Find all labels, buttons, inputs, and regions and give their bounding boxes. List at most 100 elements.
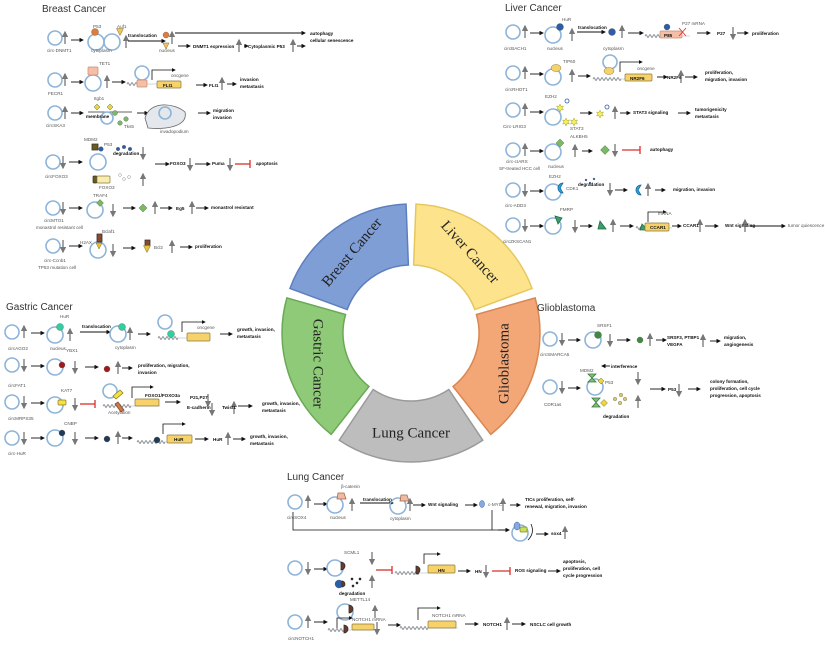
stat3-star [570,117,578,127]
protein-dot [103,435,111,443]
section-title: Glioblastoma [537,303,596,314]
wheel-segment-label: Gastric Cancer [309,319,325,409]
pathway-label: proliferation [752,31,779,36]
circrna-circle [45,238,61,254]
pathway-label: ALKBH5 [570,134,588,139]
pathway-label: membrane [86,114,110,119]
circrna-circle [542,331,558,347]
protein-dot [618,401,622,405]
promoter-arrow [336,616,353,628]
pathway-label: NOTCH1 mRNA [432,613,467,618]
section-lung-cancer: Lung CancercircSOX4β-cateninnucleustrans… [287,472,603,641]
wheel-segment [451,296,541,436]
stat3-star [556,103,564,113]
circrna-circle [389,497,407,515]
pathway-label: P53 [668,387,677,392]
pathway-label: Twist1 [222,405,236,410]
protein-diamond [93,103,101,111]
protein-dot [116,147,120,151]
protein-dot [636,336,644,344]
gene-box [156,80,182,89]
promoter-arrow [151,68,176,80]
protein-diamond [106,103,114,111]
pathway-label: growth, invasion, [262,401,300,406]
pathway-label: apoptosis, [563,559,586,564]
protein-dot [127,175,131,179]
gene-box [92,175,98,184]
protein-dot [56,323,64,331]
circrna-circle [4,394,20,410]
pathway-label: degradation [113,151,139,156]
gene-box [427,620,457,629]
circrna-circle [287,614,303,630]
section-title: Gastric Cancer [6,302,73,313]
path [399,494,410,502]
pathway-label: cytoplasm [115,345,136,350]
pathway-label: growth, invasion, [237,327,275,332]
pathway-label: proliferation, cell [563,566,600,571]
pathway-label: Eg5 [176,206,185,211]
tip60-ellipse [550,64,562,72]
wheel-segment [412,203,534,311]
pathway-label: TICs proliferation, self- [525,497,575,502]
circrna-circle [505,24,521,40]
c-myc-ellipse [479,500,485,508]
pathway-label: Itgb1 [94,96,105,101]
pathway-label: ROS signaling [515,568,547,573]
protein-dot [118,323,126,331]
pathway-label: P85 [664,33,673,38]
pathway-label: DNMT1 expression [193,44,235,49]
pathway-label: CNBP [64,421,77,426]
pathway-label: E-cadherin [187,405,211,410]
protein-dot [162,31,170,39]
pathway-label: HN [475,569,482,574]
pathway-label: TET1 [99,61,111,66]
pathway-label: interference [611,364,638,369]
path [597,220,607,230]
pathway-label: proliferation, [705,70,733,75]
protein-dot [91,28,99,36]
pathway-label: Bclaf1 [102,229,115,234]
gene-box [659,30,683,39]
circrna-circle [158,106,172,120]
pathway-label: oncgene [637,66,655,71]
pathway-label: HuR [174,437,184,442]
section-liver-cancer: Liver CancercircBACH1HuRnucleustransloca… [499,3,825,244]
circrna-circle [544,217,562,235]
protein-dot [608,28,616,36]
pathway-label: Circ-LRIG3 [503,124,526,129]
pathway-label: renewal, migration, invasion [525,504,587,509]
pathway-label: circ-Ccnb1 [44,258,66,263]
circrna-circle [505,142,521,158]
pathway-label: Acetylation [108,410,131,415]
wheel-segment-label: Glioblastoma [497,323,513,404]
pathway-label: nucleus [547,46,564,51]
path [341,580,346,588]
pathway-label: P27 mRNA [682,21,706,26]
circrna-circle [100,111,114,125]
path [96,233,103,243]
promoter-arrow [417,606,441,620]
pathway-label: SRSF1 [597,323,612,328]
pathway-label: P53 [605,380,614,385]
circrna-circle [109,325,127,343]
circrna-circle [47,30,63,46]
pathway-label: EZH2 [545,94,557,99]
circrna-circle [84,74,102,92]
pathway-label: Tks5 [124,124,134,129]
pathway-label: FOXO3 [170,161,186,166]
pathway-label: monastrol resistant cell [36,225,83,230]
path [678,27,687,37]
pathway-label: P27 [717,31,726,36]
pathway-shapes [4,23,786,636]
pathway-label: Puma [212,161,225,166]
pathway-label: invasion [213,115,232,120]
protein-triangle [116,28,124,37]
circrna-circle [45,200,61,216]
pathway-label: migration, [724,335,746,340]
protein-dot [556,23,564,31]
circrna-circle [46,429,64,447]
circrna-circle [505,182,521,198]
